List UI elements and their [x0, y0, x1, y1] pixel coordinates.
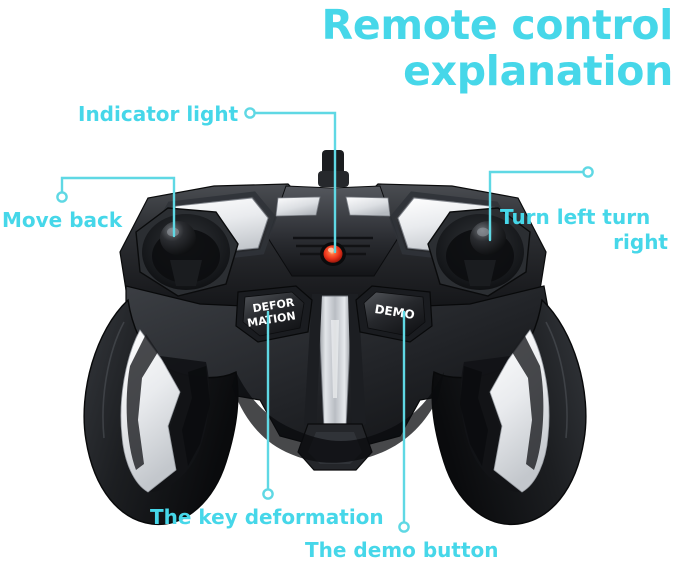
callout-label-key-deformation: The key deformation	[150, 505, 384, 529]
callout-label-demo-button: The demo button	[305, 538, 499, 562]
callout-label-move-back: Move back	[2, 208, 123, 232]
callout-label-turn-line2: right	[613, 230, 668, 254]
callout-label-turn-left-turn-right: Turn left turn right	[500, 180, 668, 280]
page-title-line1: Remote control	[321, 1, 674, 49]
left-grip	[83, 298, 239, 526]
right-grip	[431, 298, 587, 526]
power-led	[320, 242, 346, 266]
deformation-button[interactable]: DEFOR MATION	[235, 285, 313, 343]
grip-inner-shadow	[232, 372, 444, 463]
callout-label-indicator-light: Indicator light	[78, 102, 239, 126]
demo-button[interactable]: DEMO	[355, 285, 433, 343]
page-title-line2: explanation	[403, 47, 673, 95]
page-title: Remote control explanation	[273, 1, 674, 95]
antenna-stub	[318, 150, 349, 187]
callout-label-turn-line1: Turn left turn	[500, 205, 651, 229]
